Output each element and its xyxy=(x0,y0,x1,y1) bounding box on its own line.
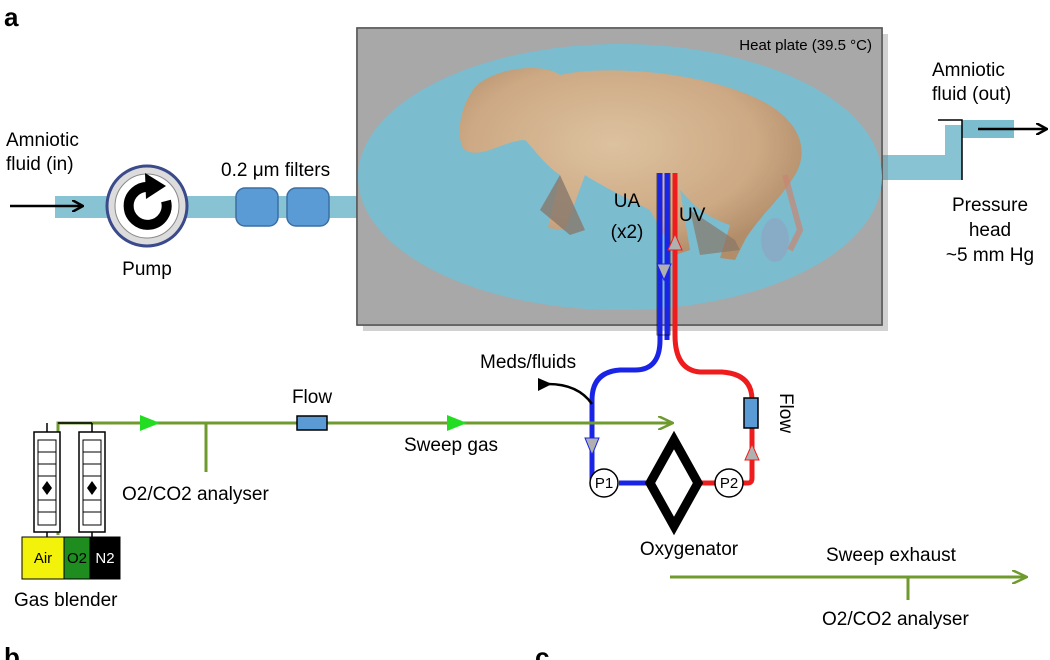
pressure-sensor-p2 xyxy=(714,468,744,498)
heat-plate-label: Heat plate (39.5 °C) xyxy=(739,37,872,54)
n2-label: N2 xyxy=(95,550,114,567)
p1-label: P1 xyxy=(595,475,613,492)
ua-label-1: UA xyxy=(614,191,641,212)
flow-sensor-top xyxy=(296,415,328,431)
air-label: Air xyxy=(34,550,52,567)
pressure-head-label-3: ~5 mm Hg xyxy=(946,245,1034,266)
uv-flow-arrow-top xyxy=(667,232,683,251)
pump-label: Pump xyxy=(122,259,172,280)
uv-label: UV xyxy=(679,205,706,226)
flow-sensor-side xyxy=(743,397,759,429)
meds-fluids-line xyxy=(547,382,594,405)
o2-tank xyxy=(63,536,91,580)
panel-label-b: b xyxy=(4,642,20,660)
gas-arrow-2 xyxy=(447,415,467,431)
umbilical-vein-line xyxy=(672,173,755,486)
ua-flow-arrow-bottom xyxy=(584,437,600,457)
amniotic-in-label-1: Amniotic xyxy=(6,130,79,151)
flow-top-label: Flow xyxy=(292,387,332,408)
meds-arrow xyxy=(538,378,552,391)
pump-rotation-icon xyxy=(123,181,172,230)
amniotic-out-label-2: fluid (out) xyxy=(932,84,1011,105)
analyser-right-label: O2/CO2 analyser xyxy=(822,609,969,630)
oxygenator xyxy=(644,430,704,536)
panel-label-a: a xyxy=(4,2,19,32)
analyser-left-label: O2/CO2 analyser xyxy=(122,484,269,505)
oxygenator-label: Oxygenator xyxy=(640,539,739,560)
amniotic-out-label-1: Amniotic xyxy=(932,60,1005,81)
ua-label-2: (x2) xyxy=(611,222,644,243)
p2-label: P2 xyxy=(720,475,738,492)
sweep-gas-line xyxy=(56,423,672,535)
sweep-exhaust-label: Sweep exhaust xyxy=(826,545,957,566)
pressure-head-label-2: head xyxy=(969,220,1011,241)
gas-blender xyxy=(33,422,106,537)
n2-tank xyxy=(89,536,121,580)
filters-label: 0.2 μm filters xyxy=(221,160,330,181)
fetal-lamb xyxy=(459,67,804,262)
amniotic-outflow-tube xyxy=(860,125,962,180)
amniotic-inflow-tube xyxy=(55,196,380,218)
gas-arrow-1 xyxy=(140,415,160,431)
filter-1 xyxy=(235,187,279,227)
flow-side-label: Flow xyxy=(775,393,796,433)
meds-label: Meds/fluids xyxy=(480,352,576,373)
uv-flow-arrow-bottom xyxy=(744,442,760,461)
o2-label: O2 xyxy=(67,550,87,567)
sweep-gas-label: Sweep gas xyxy=(404,435,498,456)
ua-flow-arrow-top xyxy=(656,263,672,282)
amniotic-in-label-2: fluid (in) xyxy=(6,154,74,175)
pressure-head-label-1: Pressure xyxy=(952,195,1028,216)
air-tank xyxy=(21,536,65,580)
pressure-sensor-p1 xyxy=(589,468,619,498)
pump xyxy=(105,164,189,248)
panel-label-c: c xyxy=(535,642,549,660)
gas-blender-label: Gas blender xyxy=(14,590,118,611)
filter-2 xyxy=(286,187,330,227)
pressure-head-outline xyxy=(938,119,963,180)
